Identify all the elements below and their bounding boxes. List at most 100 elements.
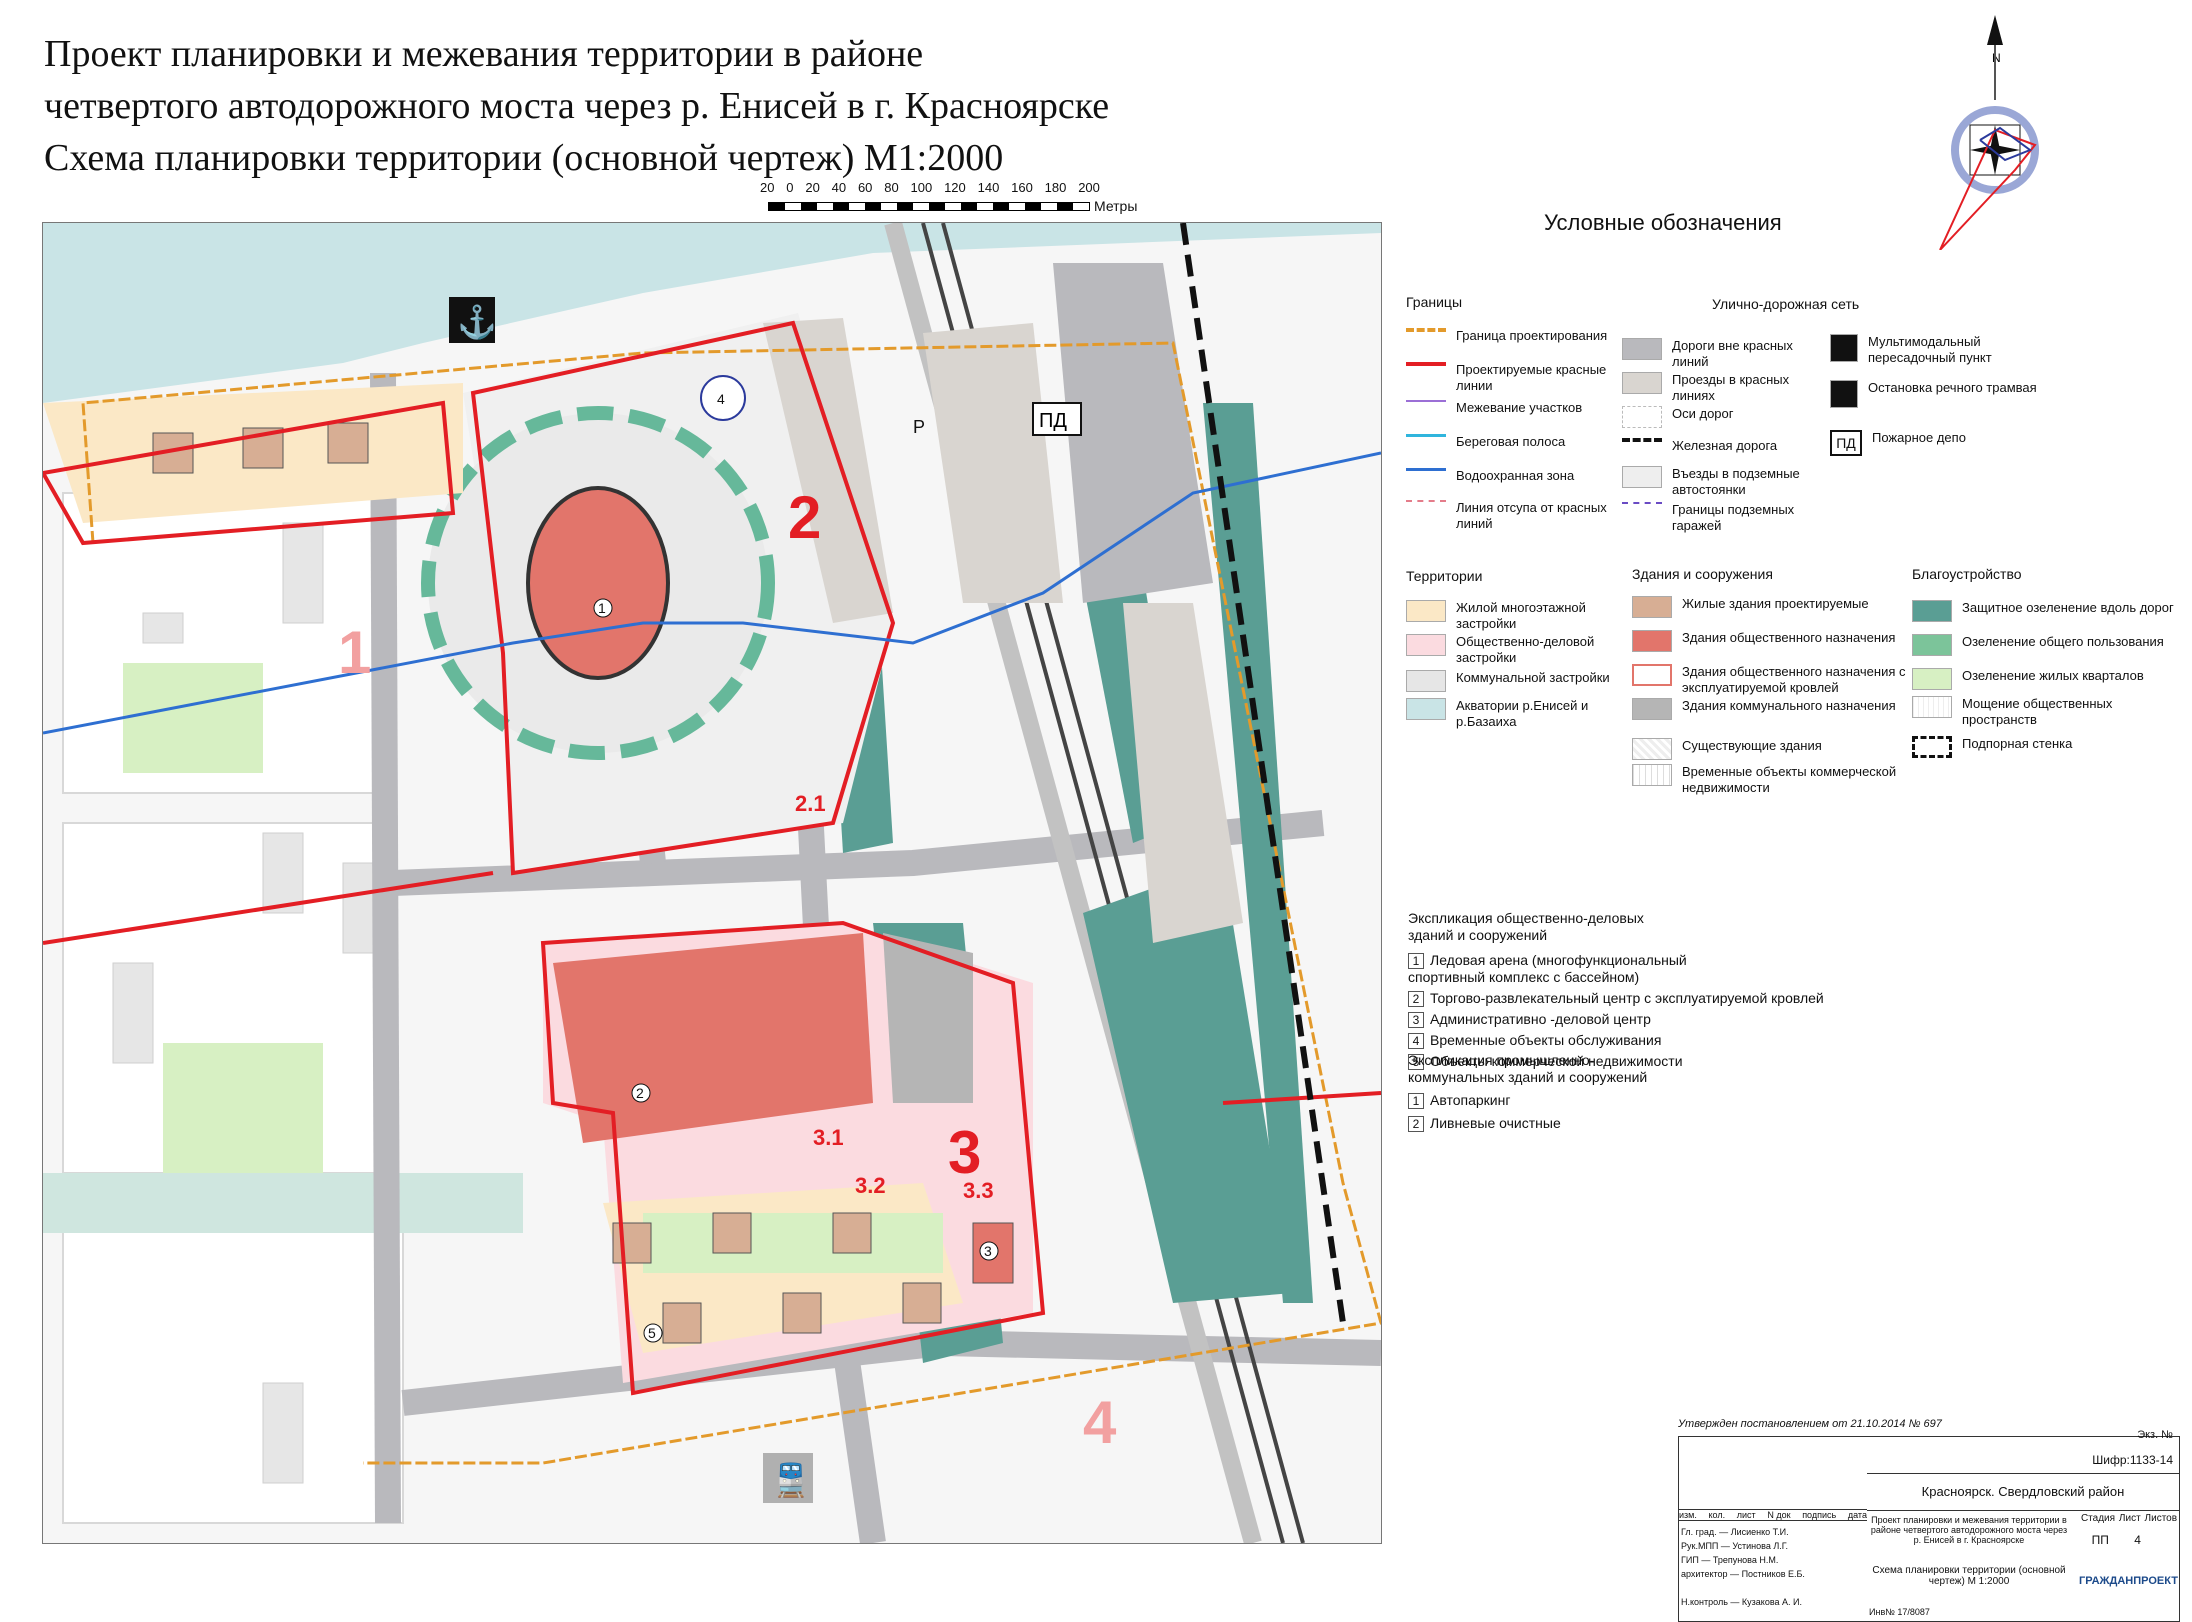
marker-2: 2: [636, 1085, 644, 1101]
explication-public: Экспликация общественно-деловых зданий и…: [1408, 910, 2068, 1070]
drawing-title: Проект планировки и межевания территории…: [44, 28, 1109, 184]
legend-item: Въезды в подземные автостоянки: [1622, 466, 1832, 498]
water-zone-swatch: [1406, 468, 1446, 490]
sheet-title-cell: Схема планировки территории (основной че…: [1872, 1565, 2066, 1587]
cipher: Шифр:1133-14: [2092, 1453, 2173, 1467]
public-building-swatch: [1632, 630, 1672, 652]
design-boundary-swatch: [1406, 328, 1446, 350]
map-drawing: 1 2 3 4 2.1 3.1 3.2 3.3 1 2 3 4 5 P ПД ⚓: [43, 223, 1381, 1543]
title-line-1: Проект планировки и межевания территории…: [44, 33, 924, 75]
marker-1: 1: [598, 600, 606, 616]
retaining-wall-swatch: [1912, 736, 1952, 758]
explication-industrial-title: Экспликация промышленно-коммунальных зда…: [1408, 1052, 1648, 1085]
project-name-cell: Проект планировки и межевания территории…: [1870, 1515, 2068, 1545]
legend-item: Акватории р.Енисей и р.Базаиха: [1406, 698, 1616, 730]
transit-hub-icon: [1830, 334, 1858, 362]
legend-item: Здания коммунального назначения: [1632, 698, 1902, 720]
shore-strip-swatch: [1406, 434, 1446, 456]
communal-building-swatch: [1632, 698, 1672, 720]
legend-item: Здания общественного назначения: [1632, 630, 1902, 652]
fire-depot-icon: ПД: [1830, 430, 1862, 456]
residential-zone-swatch: [1406, 600, 1446, 622]
legend-landscaping-title: Благоустройство: [1912, 566, 2022, 582]
legend-item: Оси дорог: [1622, 406, 1832, 428]
scale-tick: 20: [805, 180, 820, 195]
scale-bar-graphic: [768, 202, 1090, 211]
legend-item: Проектируемые красные линии: [1406, 362, 1626, 394]
underground-garage-swatch: [1622, 502, 1662, 524]
scale-bar: 20 0 20 40 60 80 100 120 140 160 180 200…: [760, 180, 1160, 220]
legend-item: Жилые здания проектируемые: [1632, 596, 1902, 618]
scale-tick: 180: [1044, 180, 1067, 195]
compass-rose-icon: N: [1939, 15, 2039, 250]
legend-buildings-title: Здания и сооружения: [1632, 566, 1773, 582]
title-line-3: Схема планировки территории (основной че…: [44, 137, 1004, 179]
legend-roads-title: Улично-дорожная сеть: [1712, 296, 1860, 312]
scale-tick: 80: [884, 180, 899, 195]
svg-text:🚆: 🚆: [771, 1462, 811, 1498]
scale-ticks: 20 0 20 40 60 80 100 120 140 160 180 200: [760, 180, 1100, 195]
underground-entry-swatch: [1622, 466, 1662, 488]
legend-heading: Условные обозначения: [1544, 210, 1782, 235]
scale-tick: 160: [1011, 180, 1033, 195]
water-area-swatch: [1406, 698, 1446, 720]
legend-item: Озеленение общего пользования: [1912, 634, 2182, 656]
parcel-boundary-swatch: [1406, 400, 1446, 422]
scale-tick: 140: [977, 180, 1000, 195]
city-cell: Красноярск. Свердловский район: [1867, 1473, 2179, 1511]
legend-item: Остановка речного трамвая: [1830, 380, 2040, 408]
legend-item: Озеленение жилых кварталов: [1912, 668, 2182, 690]
legend-item: Защитное озеленение вдоль дорог: [1912, 600, 2182, 622]
marker-5: 5: [648, 1325, 656, 1341]
subzone-label: 2.1: [795, 791, 826, 816]
legend-item: Мощение общественных пространств: [1912, 696, 2182, 728]
scale-unit: Метры: [1094, 198, 1138, 214]
master-plan-map[interactable]: 1 2 3 4 2.1 3.1 3.2 3.3 1 2 3 4 5 P ПД ⚓: [42, 222, 1382, 1544]
parking-label: P: [913, 417, 925, 437]
legend-item: Водоохранная зона: [1406, 468, 1626, 490]
legend-item: Дороги вне красных линий: [1622, 338, 1832, 370]
subzone-label: 3.2: [855, 1173, 886, 1198]
legend-item: Проезды в красных линиях: [1622, 372, 1832, 404]
subzone-label: 3.3: [963, 1178, 994, 1203]
legend-item: Межевание участков: [1406, 400, 1626, 422]
inventory-number: Инв№ 17/8087: [1869, 1607, 1930, 1617]
legend-item: Существующие здания: [1632, 738, 1902, 760]
subzone-label: 3.1: [813, 1125, 844, 1150]
scale-tick: 120: [944, 180, 966, 195]
existing-building-swatch: [1632, 738, 1672, 760]
svg-text:⚓: ⚓: [457, 304, 497, 340]
legend-item: Подпорная стенка: [1912, 736, 2182, 758]
legend-item: Коммунальной застройки: [1406, 670, 1616, 692]
legend-item: Граница проектирования: [1406, 328, 1626, 350]
communal-zone-swatch: [1406, 670, 1446, 692]
scale-tick: 60: [857, 180, 873, 195]
legend-item: Жилой многоэтажной застройки: [1406, 600, 1616, 632]
stamp-people: Гл. град. — Лисиенко Т.И. Рук.МПП — Усти…: [1681, 1527, 1805, 1607]
zone-label-1: 1: [338, 619, 371, 686]
scale-tick: 40: [831, 180, 847, 195]
setback-line-swatch: [1406, 500, 1446, 522]
legend-borders-title: Границы: [1406, 294, 1462, 310]
driveway-swatch: [1622, 372, 1662, 394]
company-logo: ГРАЖДАНПРОЕКТ: [2079, 1575, 2178, 1587]
temporary-object-swatch: [1632, 764, 1672, 786]
marker-3: 3: [984, 1243, 992, 1259]
legend-item: Здания общественного назначения с эксплу…: [1632, 664, 1922, 696]
legend-item: Границы подземных гаражей: [1622, 502, 1832, 534]
explication-public-title: Экспликация общественно-деловых зданий и…: [1408, 910, 1644, 943]
railway-swatch: [1622, 438, 1662, 460]
residential-building-swatch: [1632, 596, 1672, 618]
title-block: Экз. № Шифр:1133-14 Красноярск. Свердлов…: [1678, 1429, 2180, 1622]
legend-territories-title: Территории: [1406, 568, 1483, 584]
public-zone-swatch: [1406, 634, 1446, 656]
scale-tick: 20: [760, 180, 775, 195]
